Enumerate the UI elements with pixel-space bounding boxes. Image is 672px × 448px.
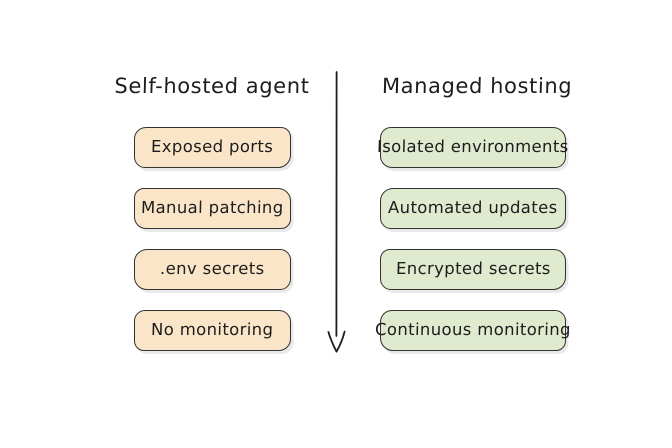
node-label: Encrypted secrets — [395, 259, 551, 279]
node-label: Continuous monitoring — [374, 320, 572, 340]
column-heading-self-hosted: Self-hosted agent — [114, 74, 310, 98]
node-label: Exposed ports — [151, 137, 274, 157]
node-label: Automated updates — [388, 198, 559, 218]
node-automated-updates[interactable]: Automated updates — [380, 188, 566, 229]
node-manual-patching[interactable]: Manual patching — [134, 188, 291, 229]
node-exposed-ports[interactable]: Exposed ports — [134, 127, 291, 168]
downward-arrow-icon — [327, 71, 346, 353]
column-heading-managed-hosting: Managed hosting — [381, 74, 573, 98]
node-continuous-monitoring[interactable]: Continuous monitoring — [375, 310, 571, 351]
node-label: .env secrets — [160, 259, 266, 279]
node-encrypted-secrets[interactable]: Encrypted secrets — [380, 249, 566, 290]
node-isolated-environments[interactable]: Isolated environments — [376, 127, 570, 168]
node-env-secrets[interactable]: .env secrets — [134, 249, 291, 290]
node-label: No monitoring — [151, 320, 274, 340]
node-label: Manual patching — [141, 198, 285, 218]
node-no-monitoring[interactable]: No monitoring — [134, 310, 291, 351]
node-label: Isolated environments — [376, 137, 570, 157]
